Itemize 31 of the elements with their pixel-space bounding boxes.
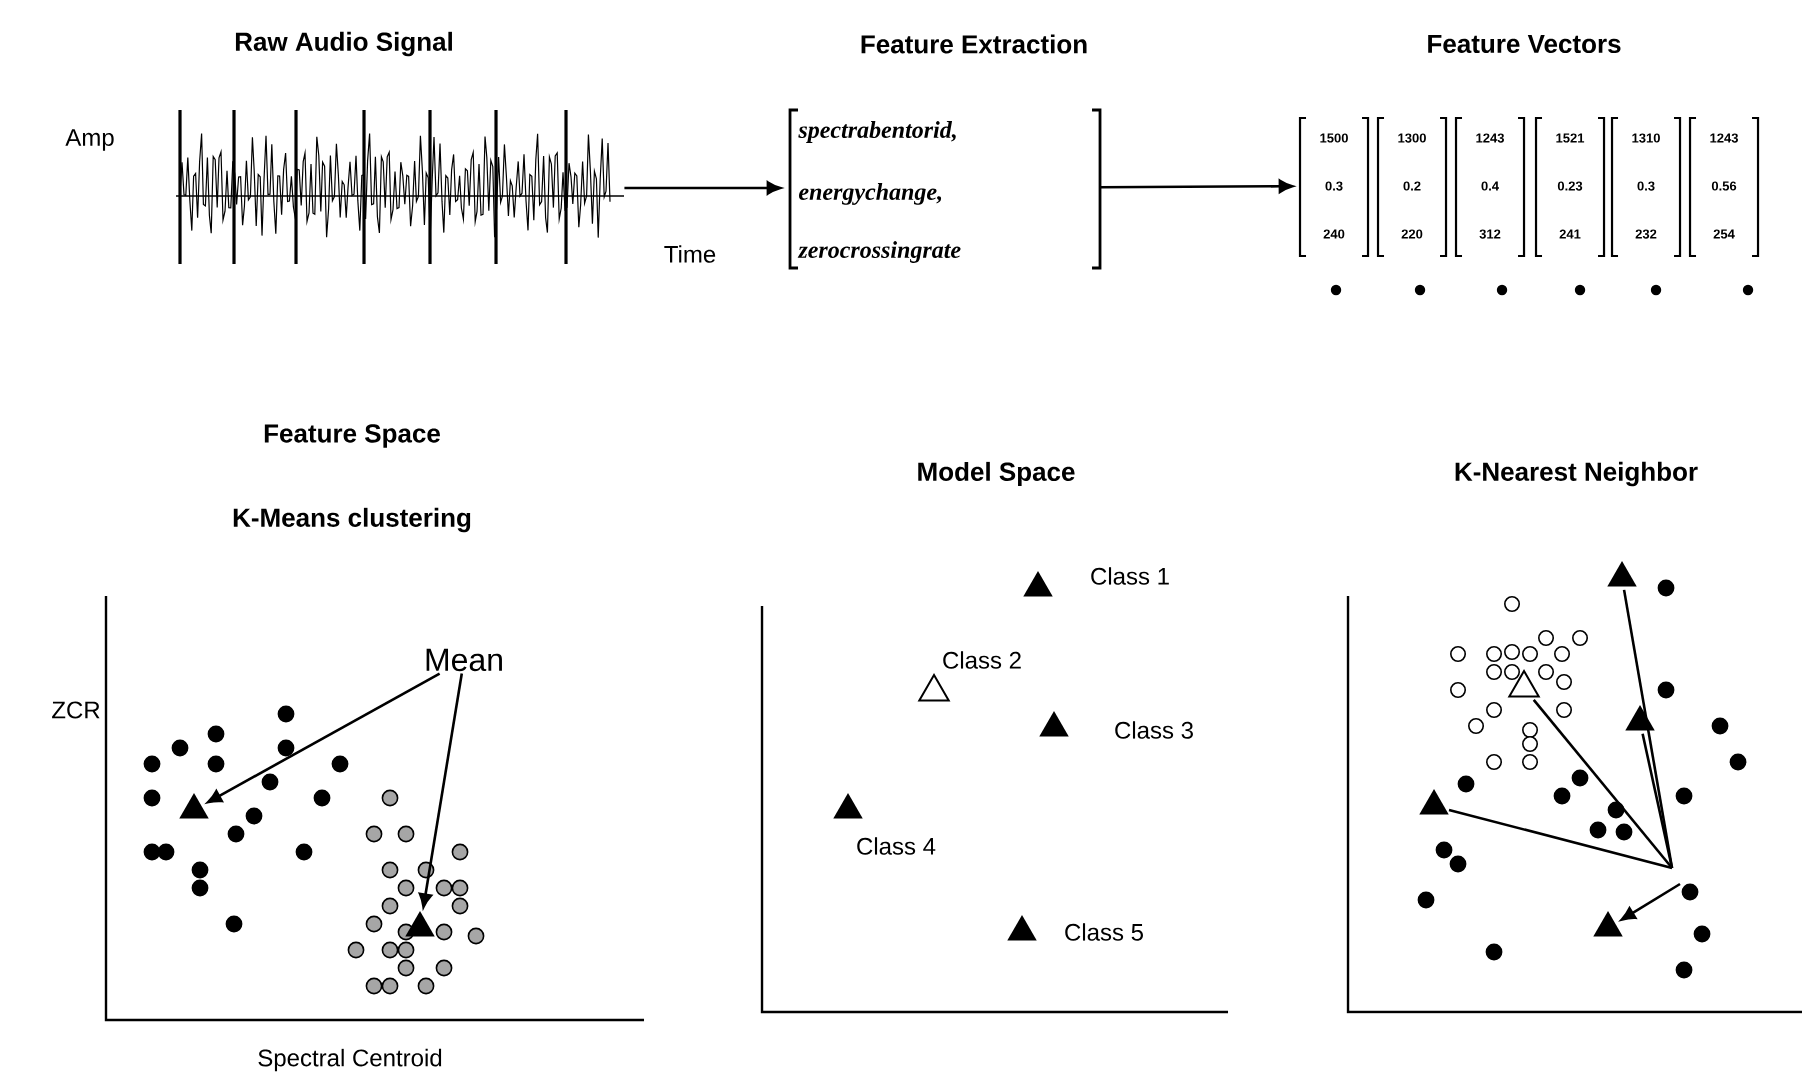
connector-line (1622, 589, 1674, 869)
class-label: Class 5 (1065, 923, 1143, 941)
panel-title: K-Nearest Neighbor (1455, 461, 1698, 487)
triangle-marker (1593, 911, 1623, 937)
axis-label: Time (664, 245, 716, 263)
leader-line (418, 673, 464, 908)
class-label: Class 1 (1091, 567, 1169, 585)
arrow (624, 181, 782, 195)
triangle-marker (1625, 705, 1655, 731)
arrow (1100, 179, 1294, 194)
callout-text: Mean (426, 648, 502, 672)
triangle-marker (1607, 561, 1637, 587)
connector-line (1448, 808, 1673, 870)
triangle-marker (1419, 789, 1449, 815)
axis-label: ZCR (52, 701, 100, 719)
panel-title: Model Space (918, 461, 1075, 487)
panel-title: Feature Space (264, 424, 440, 448)
panel-title: K-Means clustering (233, 507, 471, 533)
feature-matrix: Feature Extraction spectrabentorid, energychange, zerocrossingrate (788, 34, 1102, 270)
node-text: Raw Audio Signal (235, 31, 452, 57)
class-label: Class 2 (943, 651, 1021, 669)
section-title: Feature Vectors (1428, 34, 1621, 54)
class-label: Class 3 (1115, 721, 1193, 739)
axis-label: Amp (65, 129, 114, 151)
triangle-marker (179, 793, 209, 819)
arrow (1620, 882, 1681, 921)
connector-line (1532, 699, 1674, 869)
axis-label: Spectral Centroid (258, 1048, 442, 1072)
connector-line (1641, 733, 1674, 869)
class-label: Class 4 (857, 837, 936, 855)
leader-line (207, 672, 441, 804)
